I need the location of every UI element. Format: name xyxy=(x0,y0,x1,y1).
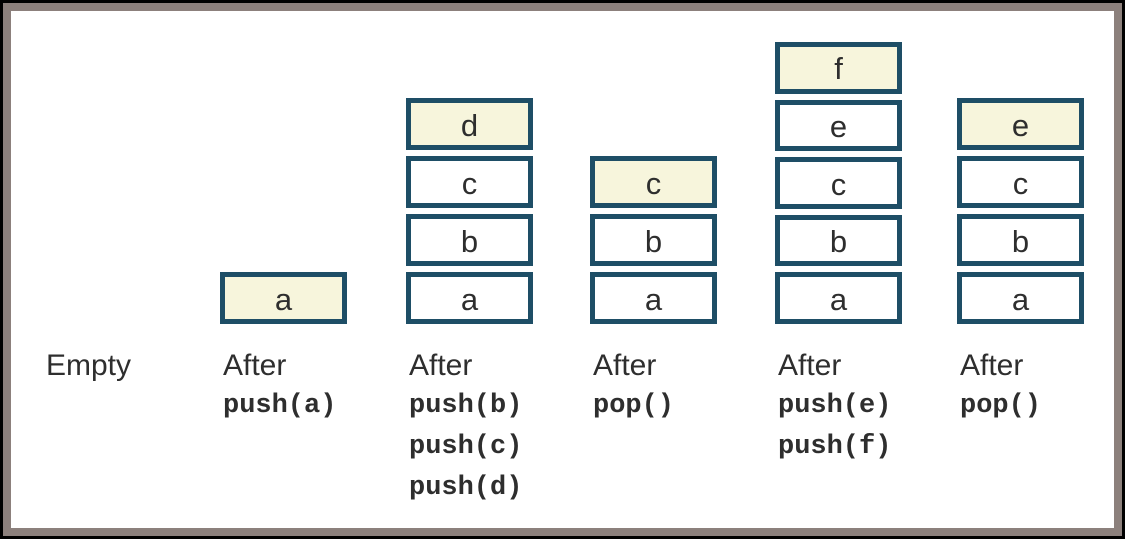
stack-box: f xyxy=(775,42,902,94)
stack-box: c xyxy=(406,156,533,208)
stack-box-letter: a xyxy=(460,281,479,317)
stack-box: c xyxy=(775,157,902,209)
stack-box-letter: c xyxy=(461,165,478,201)
caption-op: push(c) xyxy=(409,432,523,462)
stack-box-letter: c xyxy=(645,165,662,201)
stack-empty xyxy=(43,42,170,324)
figure-canvas: Empty a After push(a) d xyxy=(3,3,1122,536)
caption-op: push(d) xyxy=(409,473,523,503)
stack-box-letter: c xyxy=(830,166,847,202)
stack: d c b a xyxy=(406,42,533,324)
caption-empty: Empty xyxy=(43,345,236,386)
stack-box: a xyxy=(590,272,717,324)
stack: f e c b a xyxy=(775,42,902,324)
stack-box-letter: c xyxy=(1012,165,1029,201)
stack-box: a xyxy=(957,272,1084,324)
caption: After pop() xyxy=(590,345,783,427)
stack-state-after-push-a: a After push(a) xyxy=(220,42,347,427)
stack-state-after-push-bcd: d c b a After push(b) push(c) xyxy=(406,42,533,509)
caption-title: After xyxy=(778,349,842,382)
stack-box-letter: a xyxy=(644,281,663,317)
stack-state-empty: Empty xyxy=(43,42,170,386)
caption-title: Empty xyxy=(46,349,132,382)
stack-box-letter: b xyxy=(1011,223,1030,259)
caption-op: pop() xyxy=(960,391,1042,421)
stack-box-letter: e xyxy=(829,108,848,144)
stack-box: b xyxy=(957,214,1084,266)
stack: e c b a xyxy=(957,42,1084,324)
stack-box: b xyxy=(590,214,717,266)
stack-state-after-pop-2: e c b a After pop() xyxy=(957,42,1084,427)
stack-box: a xyxy=(220,272,347,324)
caption-op: pop() xyxy=(593,391,675,421)
stack-state-after-pop-1: c b a After pop() xyxy=(590,42,717,427)
caption: After push(b) push(c) push(d) xyxy=(406,345,599,509)
caption: After pop() xyxy=(957,345,1125,427)
caption-op: push(e) xyxy=(778,391,892,421)
caption-title: After xyxy=(223,349,287,382)
stack-box: a xyxy=(406,272,533,324)
stack-box: b xyxy=(406,214,533,266)
caption-title: After xyxy=(960,349,1024,382)
stack-box: d xyxy=(406,98,533,150)
stack-state-after-push-ef: f e c b a After xyxy=(775,42,902,468)
stack-box-letter: b xyxy=(829,224,848,260)
stack: a xyxy=(220,42,347,324)
stack-box-letter: b xyxy=(460,223,479,259)
stack-box-letter: e xyxy=(1011,107,1030,143)
stack-box-letter: a xyxy=(274,281,293,317)
caption-op: push(a) xyxy=(223,391,337,421)
caption-op: push(f) xyxy=(778,432,892,462)
stack-box-letter: b xyxy=(644,223,663,259)
stack-box-letter: d xyxy=(460,107,479,143)
stack-box: c xyxy=(957,156,1084,208)
caption-title: After xyxy=(593,349,657,382)
stack: c b a xyxy=(590,42,717,324)
stack-box: e xyxy=(957,98,1084,150)
stack-box: c xyxy=(590,156,717,208)
stack-box-letter: f xyxy=(834,51,843,87)
caption: After push(e) push(f) xyxy=(775,345,968,468)
stack-box: e xyxy=(775,99,902,152)
caption-op: push(b) xyxy=(409,391,523,421)
stack-box: a xyxy=(775,272,902,324)
stack-box-letter: a xyxy=(1011,281,1030,317)
caption: After push(a) xyxy=(220,345,413,427)
caption-title: After xyxy=(409,349,473,382)
stack-box: b xyxy=(775,214,902,267)
stack-box-letter: a xyxy=(829,281,848,317)
